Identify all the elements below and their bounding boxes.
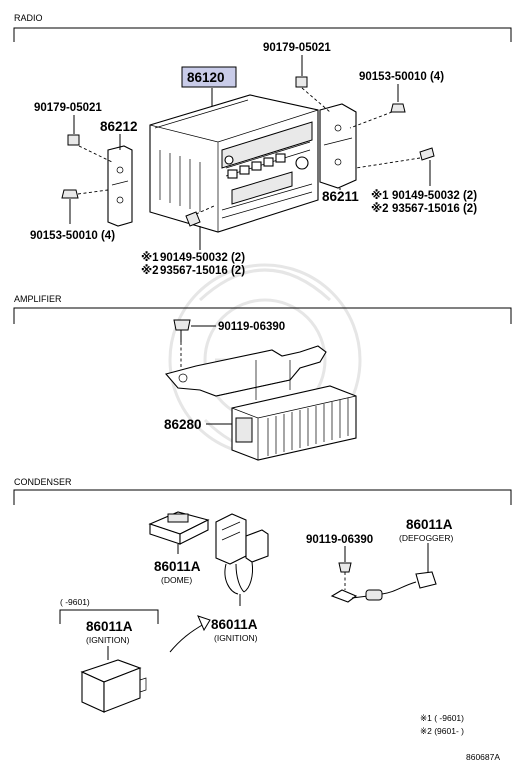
note1-mark-bottom: ※1 <box>141 250 159 264</box>
section-frame-radio <box>13 27 512 42</box>
box-range: ( -9601) <box>60 597 90 607</box>
label-86120[interactable]: 86120 <box>187 70 225 85</box>
label-90149-50032-bottom[interactable]: 90149-50032 (2) <box>160 252 245 264</box>
condenser-defogger <box>330 571 437 603</box>
clip-90179-right <box>295 76 308 88</box>
note2-mark-right: ※2 <box>371 201 389 215</box>
label-86280[interactable]: 86280 <box>164 417 202 432</box>
screw-90153-left <box>61 189 79 199</box>
box-frame-ignition-old <box>59 609 159 624</box>
label-86211[interactable]: 86211 <box>322 189 359 204</box>
screw-90153-right <box>390 103 406 113</box>
bracket-86212 <box>107 145 133 227</box>
clip-90179-left <box>67 134 80 146</box>
label-93567-15016-bottom[interactable]: 93567-15016 (2) <box>160 265 245 277</box>
label-90179-05021-left[interactable]: 90179-05021 <box>34 102 102 114</box>
sub-ignition: (IGNITION) <box>214 633 258 643</box>
section-title-radio: RADIO <box>14 13 43 23</box>
sub-ignition-old: (IGNITION) <box>86 635 130 645</box>
note2-mark-bottom: ※2 <box>141 263 159 277</box>
note1-mark-right: ※1 <box>371 188 389 202</box>
label-90119-06390-amp[interactable]: 90119-06390 <box>218 321 285 333</box>
amplifier-unit <box>165 345 357 461</box>
bracket-86211 <box>319 103 357 189</box>
footnote-2: ※2 (9601- ) <box>420 726 464 736</box>
label-86011a-dome[interactable]: 86011A <box>154 559 201 574</box>
label-86011a-ignition[interactable]: 86011A <box>211 617 258 632</box>
section-title-condenser: CONDENSER <box>14 477 72 487</box>
screw-90149-bottom <box>185 211 201 227</box>
label-90153-50010-right[interactable]: 90153-50010 (4) <box>359 71 444 83</box>
label-93567-15016-right[interactable]: 93567-15016 (2) <box>392 203 477 215</box>
screw-90149-right <box>419 147 435 161</box>
label-86212[interactable]: 86212 <box>100 119 138 134</box>
bolt-90119-amp <box>173 319 191 331</box>
label-90149-50032-right[interactable]: 90149-50032 (2) <box>392 190 477 202</box>
label-86011a-ignition-old[interactable]: 86011A <box>86 619 133 634</box>
radio-unit <box>149 94 319 233</box>
replacement-arrow <box>169 623 205 653</box>
highlight-86120 <box>181 66 237 88</box>
sub-defogger: (DEFOGGER) <box>399 533 453 543</box>
bolt-90119-condenser <box>338 562 352 573</box>
label-90153-50010-left[interactable]: 90153-50010 (4) <box>30 230 115 242</box>
condenser-dome <box>148 511 210 545</box>
condenser-ignition-old <box>80 659 147 713</box>
sub-dome: (DOME) <box>161 575 192 585</box>
figure-code: 860687A <box>466 752 500 762</box>
section-frame-amplifier <box>13 307 512 324</box>
label-86011a-defogger[interactable]: 86011A <box>406 517 453 532</box>
label-90179-05021-right[interactable]: 90179-05021 <box>263 42 331 54</box>
section-frame-condenser <box>13 489 512 505</box>
arrow-head <box>197 615 211 632</box>
footnote-1: ※1 ( -9601) <box>420 713 464 723</box>
label-90119-06390-condenser[interactable]: 90119-06390 <box>306 534 373 546</box>
condenser-ignition <box>215 513 269 595</box>
section-title-amplifier: AMPLIFIER <box>14 294 62 304</box>
